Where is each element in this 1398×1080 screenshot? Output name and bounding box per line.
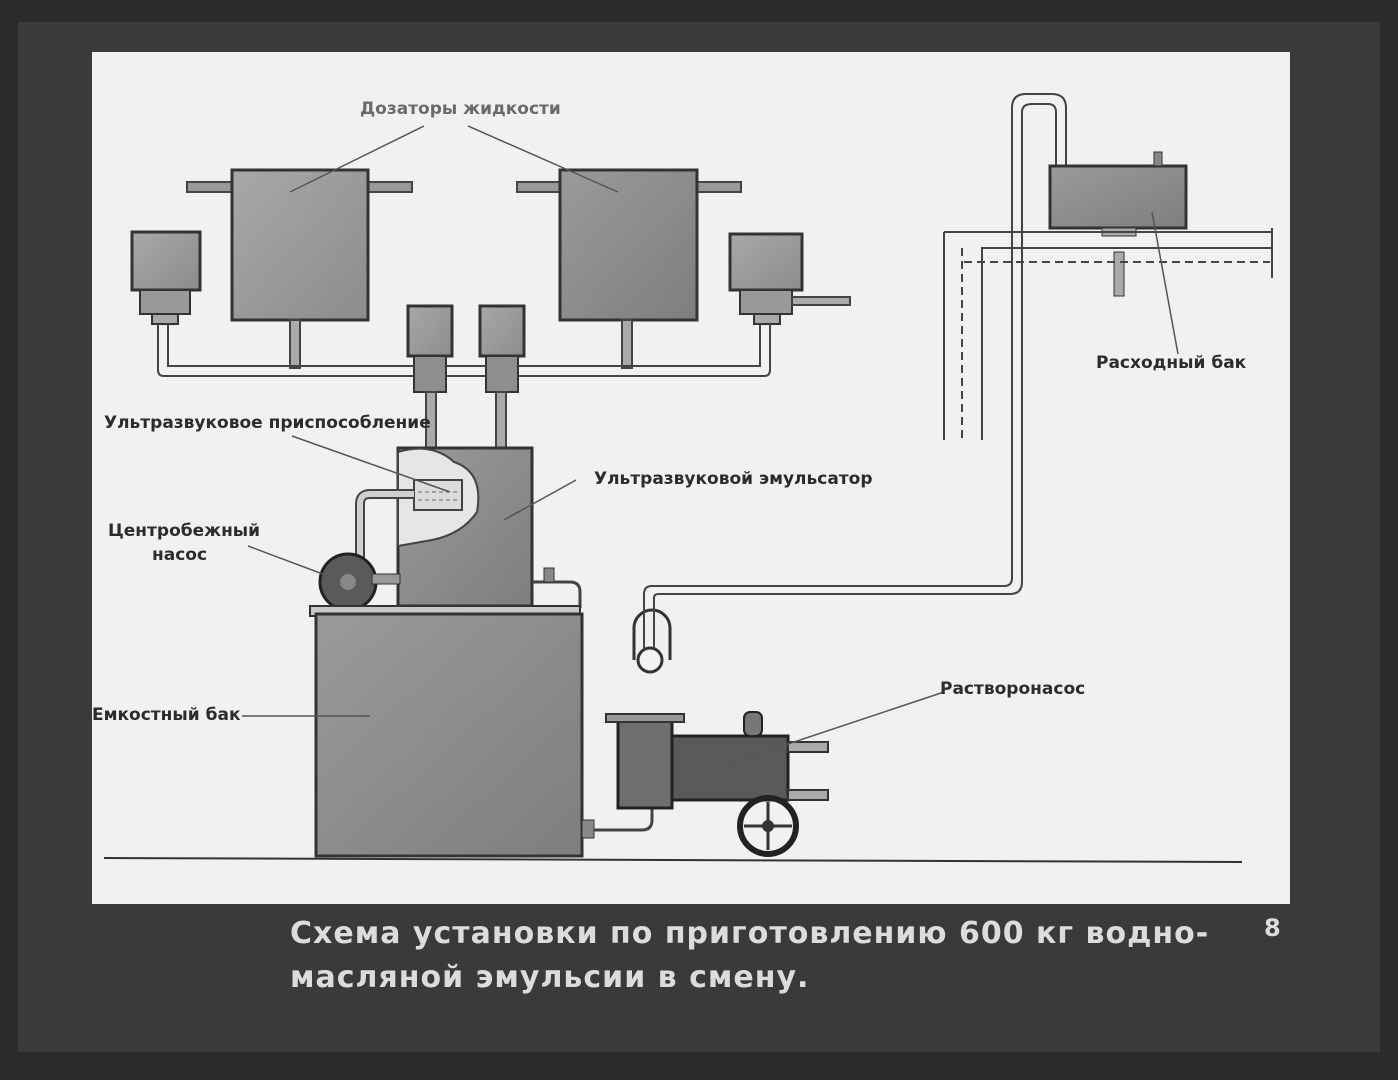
mortar-pump <box>605 608 829 857</box>
label-storage-tank: Емкостный бак <box>92 705 241 725</box>
label-dosing: Дозаторы жидкости <box>360 99 561 119</box>
caption-line-1: Схема установки по приготовлению 600 кг … <box>290 916 1210 951</box>
supply-tank <box>1048 151 1188 297</box>
center-dosing-valves <box>406 304 526 449</box>
dosing-tank-right <box>516 168 742 369</box>
label-supply-tank: Расходный бак <box>1096 353 1247 373</box>
dosing-tank-left <box>186 168 413 369</box>
floor-line <box>103 857 1243 863</box>
caption-line-2: масляной эмульсии в смену. <box>290 960 810 995</box>
label-centrifugal-pump-1: Центробежный <box>108 521 260 541</box>
label-mortar-pump: Растворонасос <box>940 679 1085 699</box>
slide-caption: Схема установки по приготовлению 600 кг … <box>290 912 1210 1000</box>
ultrasonic-emulsifier <box>396 446 582 608</box>
manifold-pipes <box>157 324 771 377</box>
installation-diagram: Дозаторы жидкости Ультразвуковое приспос… <box>92 93 1273 863</box>
discharge-pipe <box>643 93 1067 648</box>
feed-cup-left <box>130 230 202 325</box>
label-ultrasonic-emulsifier: Ультразвуковой эмульсатор <box>594 469 873 489</box>
centrifugal-pump <box>318 489 414 612</box>
leader-lines <box>242 125 1179 765</box>
storage-tank <box>309 605 654 858</box>
label-centrifugal-pump-2: насос <box>152 545 207 565</box>
platform <box>943 228 1273 440</box>
slide-number: 8 <box>1264 914 1281 942</box>
label-ultrasonic-device: Ультразвуковое приспособление <box>104 413 431 433</box>
feed-cup-right <box>728 232 851 325</box>
